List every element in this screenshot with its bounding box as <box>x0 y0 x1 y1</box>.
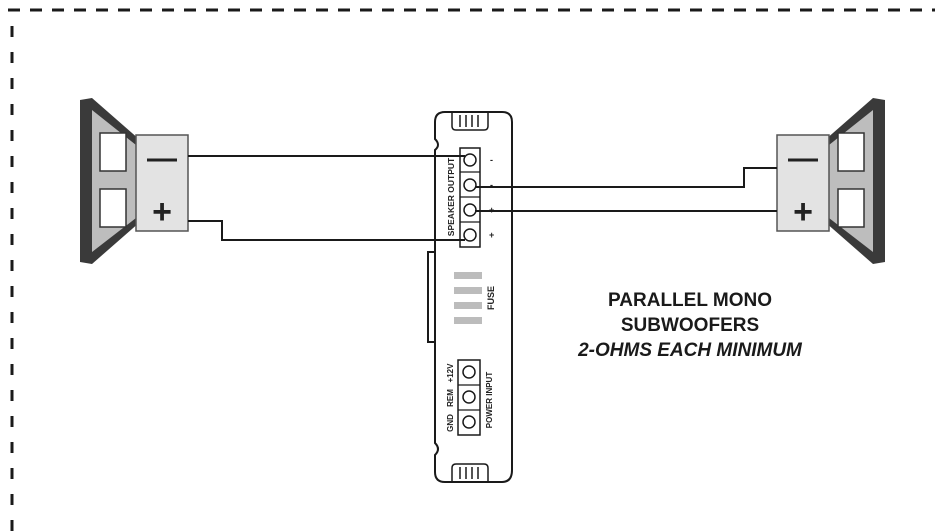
fuse-3 <box>454 302 482 309</box>
caption-line-1: PARALLEL MONO <box>608 290 772 311</box>
power-input-terminal-block: +12V REM GND POWER INPUT <box>446 359 494 436</box>
output-terminal-2 <box>463 178 477 192</box>
fuse-2 <box>454 287 482 294</box>
wire-left-positive <box>188 220 465 241</box>
right-speaker-plus: + <box>793 193 813 231</box>
amplifier: - - + + SPEAKER OUTPUT FUSE +12V REM GND… <box>427 111 513 483</box>
caption-line-3: 2-OHMS EACH MINIMUM <box>578 340 802 361</box>
amp-top-heatsink <box>451 113 489 131</box>
right-speaker-terminal-box <box>776 134 830 232</box>
amplifier-body <box>427 111 513 483</box>
output-terminal-1 <box>463 153 477 167</box>
left-speaker-terminal-box <box>135 134 189 232</box>
left-speaker-minus: — <box>147 142 177 175</box>
power-input-label: POWER INPUT <box>485 372 494 429</box>
right-speaker-window-top <box>837 132 865 172</box>
power-label-12v: +12V <box>446 363 455 383</box>
caption-line-2: SUBWOOFERS <box>620 315 760 336</box>
power-terminal-gnd <box>462 415 476 429</box>
fuse-block: FUSE <box>454 272 496 324</box>
right-speaker-minus: — <box>788 142 818 175</box>
terminal-mark-1: - <box>490 155 493 165</box>
fuse-1 <box>454 272 482 279</box>
terminal-mark-4: + <box>489 230 494 240</box>
fuse-4 <box>454 317 482 324</box>
fuse-label: FUSE <box>486 286 496 310</box>
power-label-gnd: GND <box>446 414 455 432</box>
left-speaker-window-bottom <box>99 188 127 228</box>
right-subwoofer: — + <box>776 98 885 264</box>
speaker-output-terminal-block: - - + + SPEAKER OUTPUT <box>446 147 494 248</box>
terminal-mark-2: - <box>490 180 493 190</box>
output-terminal-4 <box>463 228 477 242</box>
power-terminal-rem <box>462 390 476 404</box>
left-speaker-window-top <box>99 132 127 172</box>
diagram-caption: PARALLEL MONO SUBWOOFERS 2-OHMS EACH MIN… <box>530 288 850 363</box>
wire-right-negative <box>475 167 777 188</box>
left-subwoofer: — + <box>80 98 189 264</box>
right-speaker-window-bottom <box>837 188 865 228</box>
power-label-rem: REM <box>446 389 455 407</box>
power-terminal-12v <box>462 365 476 379</box>
amp-bottom-heatsink <box>451 463 489 481</box>
speaker-output-label: SPEAKER OUTPUT <box>446 157 456 236</box>
output-terminal-3 <box>463 203 477 217</box>
left-speaker-plus: + <box>152 193 172 231</box>
wiring <box>188 155 777 241</box>
